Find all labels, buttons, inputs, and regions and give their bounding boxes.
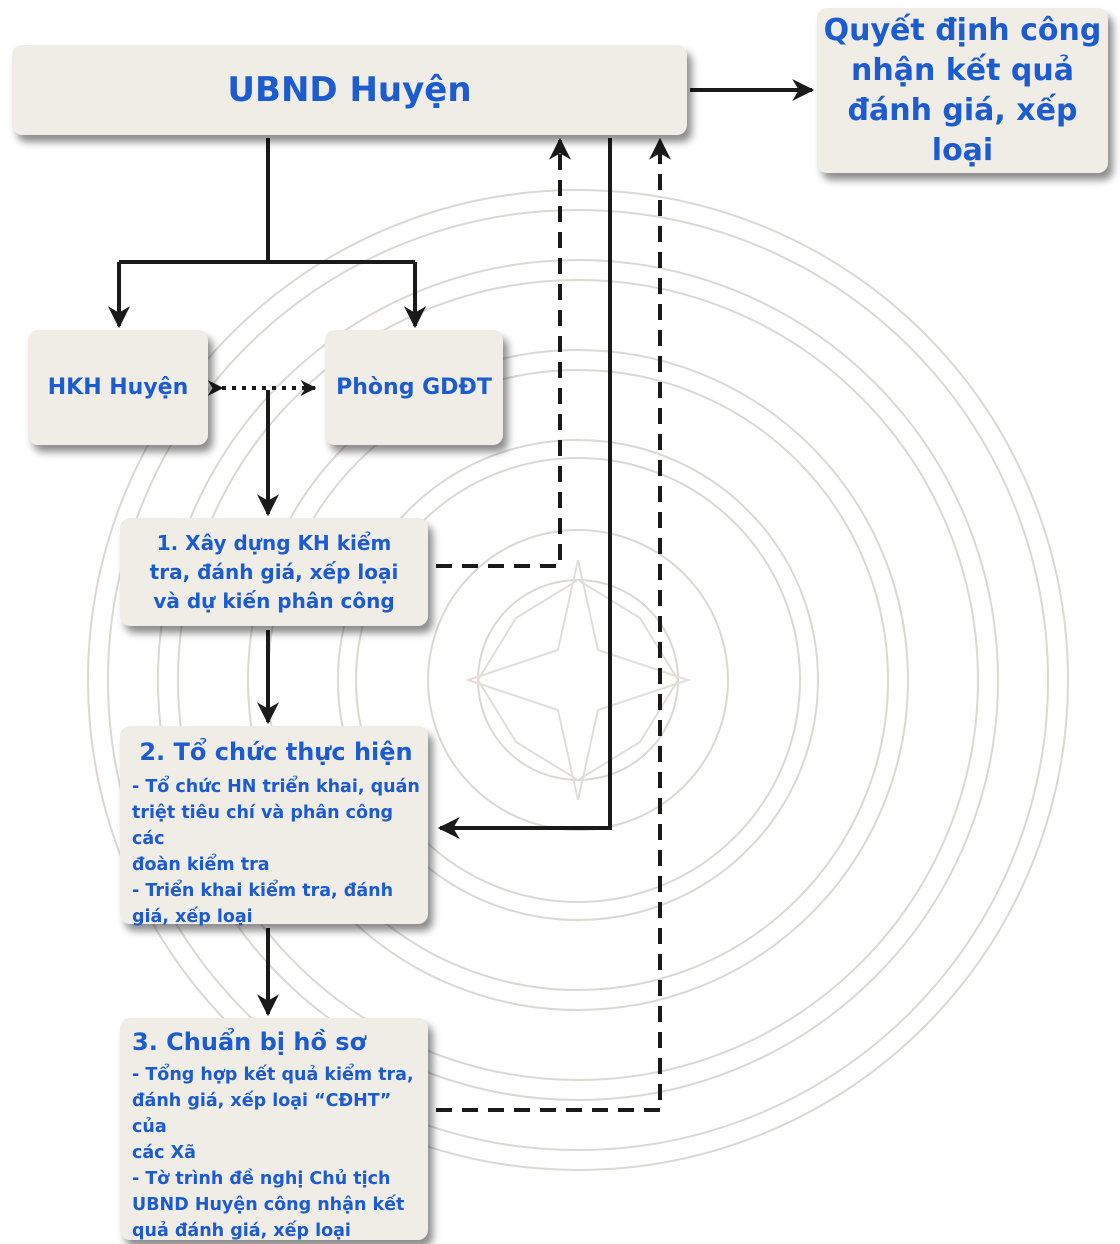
dashed-step1-to-ubnd [436,137,571,568]
hkh-huyen-label: HKH Huyện [47,375,189,400]
step-1-label: 1. Xây dựng KH kiểm tra, đánh giá, xếp l… [149,530,399,613]
dashed-step3-to-ubnd [436,137,671,1112]
step-1-box: 1. Xây dựng KH kiểm tra, đánh giá, xếp l… [120,518,428,626]
ubnd-huyen-box: UBND Huyện [12,45,687,135]
step-2-heading: 2. Tổ chức thực hiện [139,738,413,766]
arrow-ubnd-to-step2 [437,138,612,839]
hkh-huyen-box: HKH Huyện [28,330,208,445]
step-2-body: - Tổ chức HN triển khai, quán triệt tiêu… [132,777,420,927]
step-3-heading: 3. Chuẩn bị hồ sơ [132,1028,367,1056]
phong-gddt-label: Phòng GDĐT [336,375,492,400]
step-3-box: 3. Chuẩn bị hồ sơ - Tổng hợp kết quả kiể… [120,1018,428,1241]
step-2-box: 2. Tổ chức thực hiện - Tổ chức HN triển … [120,726,428,927]
phong-gddt-box: Phòng GDĐT [325,330,503,445]
decision-box: Quyết định công nhận kết quả đánh giá, x… [817,8,1108,173]
ubnd-huyen-label: UBND Huyện [227,70,472,110]
step-3-body: - Tổng hợp kết quả kiểm tra, đánh giá, x… [132,1065,414,1241]
decision-label: Quyết định công nhận kết quả đánh giá, x… [823,12,1102,168]
